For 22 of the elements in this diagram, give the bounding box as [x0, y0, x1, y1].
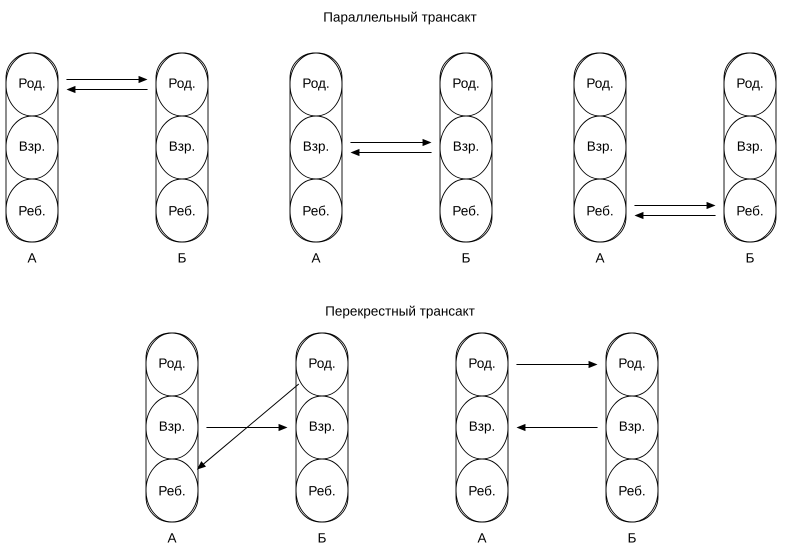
- column-capsule: [574, 52, 626, 242]
- column-label: Б: [318, 533, 326, 542]
- column-label: Б: [462, 253, 470, 262]
- column-label: Б: [628, 533, 636, 542]
- column-capsule: [290, 52, 342, 242]
- column-capsule: [606, 332, 658, 522]
- column-capsule: [6, 52, 58, 242]
- column-label: Б: [178, 253, 186, 262]
- heading: Перекрестный трансакт: [326, 306, 475, 318]
- column-label: А: [28, 253, 36, 262]
- column-capsule: [456, 332, 508, 522]
- column-capsule: [296, 332, 348, 522]
- column-label: А: [312, 253, 320, 262]
- column-label: А: [478, 533, 486, 542]
- heading: Параллельный трансакт: [324, 12, 477, 24]
- column-capsule: [156, 52, 208, 242]
- column-capsule: [440, 52, 492, 242]
- column-label: А: [168, 533, 176, 542]
- column-label: Б: [746, 253, 754, 262]
- column-capsule: [146, 332, 198, 522]
- column-capsule: [724, 52, 776, 242]
- column-label: А: [596, 253, 604, 262]
